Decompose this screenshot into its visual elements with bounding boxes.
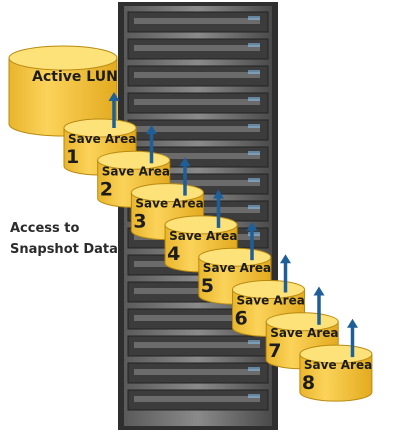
up-arrow-3 — [213, 189, 224, 228]
save-area-number: 3 — [133, 211, 146, 233]
save-area-body — [299, 353, 373, 402]
save-area-number: 5 — [201, 275, 214, 297]
save-area-label: Save Area — [102, 164, 170, 178]
save-area-label: Save Area — [270, 326, 338, 340]
save-area-number: 6 — [235, 308, 248, 330]
active-lun-cylinder: Active LUN — [8, 45, 118, 137]
up-arrow-7 — [347, 318, 358, 358]
save-area-label: Save Area — [237, 294, 305, 308]
save-area-number: 2 — [100, 178, 113, 200]
side-caption: Access to Snapshot Data — [10, 218, 118, 260]
up-arrow-1 — [146, 125, 157, 164]
save-area-label: Save Area — [203, 261, 271, 275]
save-area-top — [63, 118, 137, 138]
save-area-number: 8 — [302, 372, 315, 394]
side-caption-line2: Snapshot Data — [10, 242, 118, 257]
up-arrow-2 — [179, 157, 191, 196]
up-arrow-6 — [313, 286, 325, 325]
up-arrow-4 — [246, 221, 258, 261]
up-arrow-5 — [280, 254, 291, 293]
save-area-label: Save Area — [304, 358, 372, 372]
save-area-number: 1 — [66, 146, 79, 168]
save-area-label: Save Area — [169, 229, 237, 243]
save-area-label: Save Area — [68, 132, 136, 146]
save-area-number: 7 — [268, 340, 281, 362]
active-lun-label: Active LUN — [32, 69, 118, 85]
save-area-label: Save Area — [135, 197, 203, 211]
up-arrow-0 — [108, 92, 120, 128]
save-area-number: 4 — [167, 243, 180, 265]
side-caption-line1: Access to — [10, 221, 80, 236]
